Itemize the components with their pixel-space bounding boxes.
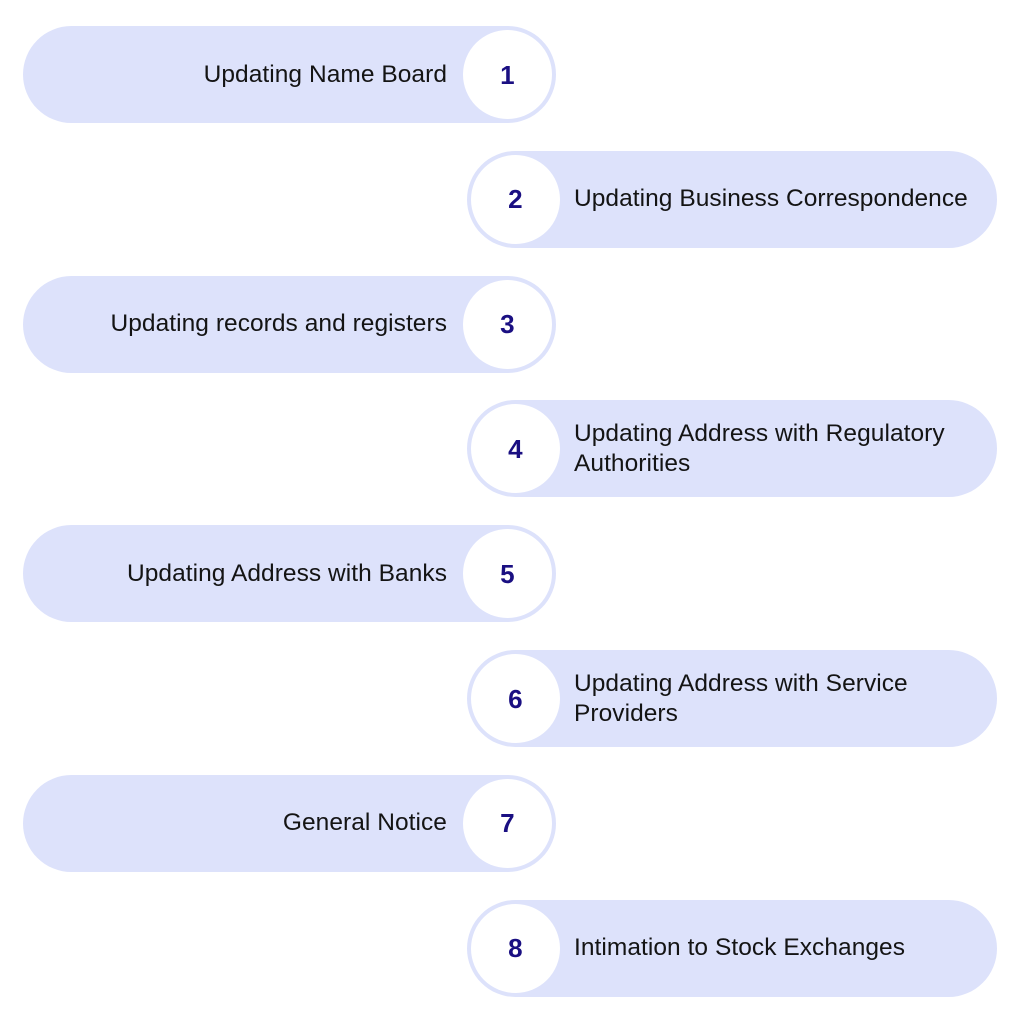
step-label: Updating Address with Banks — [126, 559, 447, 587]
step-number-badge: 7 — [463, 778, 552, 868]
step-label: Updating records and registers — [110, 310, 447, 338]
step-number-badge: 8 — [471, 903, 560, 993]
step-number-badge: 2 — [471, 154, 560, 244]
step-number-badge: 1 — [463, 30, 552, 119]
step-row: Updating Address with Banks 5 — [0, 525, 1024, 623]
step-row: 2 Updating Business Correspondence — [0, 150, 1024, 248]
step-row: General Notice 7 — [0, 774, 1024, 872]
step-number-badge: 6 — [471, 654, 560, 743]
step-label: Intimation to Stock Exchanges — [574, 934, 906, 962]
step-row: Updating Name Board 1 — [0, 26, 1024, 123]
step-pill-1[interactable]: Updating Name Board 1 — [23, 26, 556, 123]
step-number-badge: 5 — [463, 529, 552, 619]
step-label: General Notice — [282, 809, 447, 837]
step-pill-5[interactable]: Updating Address with Banks 5 — [23, 525, 556, 623]
step-label: Updating Address with Regulatory Authori… — [574, 420, 945, 477]
step-label: Updating Business Correspondence — [574, 185, 968, 213]
step-pill-2[interactable]: 2 Updating Business Correspondence — [467, 150, 997, 248]
step-row: 8 Intimation to Stock Exchanges — [0, 899, 1024, 997]
step-pill-3[interactable]: Updating records and registers 3 — [23, 275, 556, 373]
step-label: Updating Name Board — [203, 60, 447, 88]
step-pill-7[interactable]: General Notice 7 — [23, 774, 556, 872]
step-number-badge: 4 — [471, 404, 560, 494]
step-label: Updating Address with Service Providers — [574, 669, 908, 727]
step-number-badge: 3 — [463, 279, 552, 369]
step-row: Updating records and registers 3 — [0, 275, 1024, 373]
step-pill-8[interactable]: 8 Intimation to Stock Exchanges — [467, 899, 997, 997]
